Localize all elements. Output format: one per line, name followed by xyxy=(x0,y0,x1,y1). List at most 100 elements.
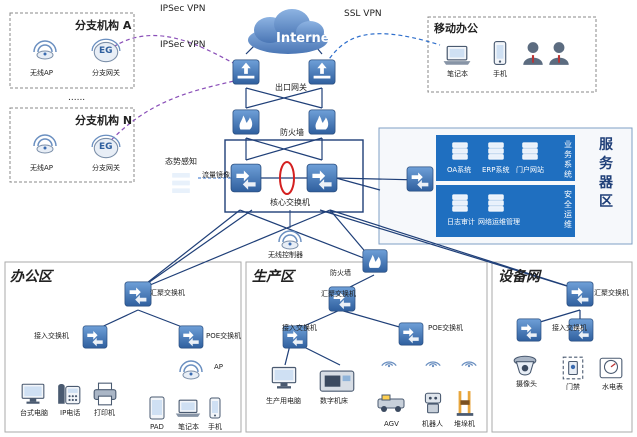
ipsec-vpn-line-n xyxy=(101,77,247,151)
netops-icon xyxy=(488,194,504,212)
ipsec-vpn-line-a xyxy=(101,34,247,71)
production-pc-icon xyxy=(271,366,297,390)
branch-n-ap-icon xyxy=(33,134,57,154)
camera-icon xyxy=(513,355,537,376)
production-firewall-label: 防火墙 xyxy=(330,269,351,277)
branch-n-gw-label: 分支网关 xyxy=(92,164,120,172)
situational-awareness-icon xyxy=(170,171,192,195)
person-2-icon xyxy=(549,42,569,65)
office-access-switch-icon xyxy=(82,325,108,349)
production-access-label: 接入交换机 xyxy=(282,324,317,332)
robot-wifi-icon xyxy=(425,361,441,368)
firewall-2-icon xyxy=(308,109,336,135)
equipment-title: 设备网 xyxy=(498,269,540,285)
equipment-access-switch-icon-1 xyxy=(516,318,542,342)
egress-gateway-2-icon xyxy=(308,59,336,85)
mobile-phone-icon xyxy=(493,40,507,66)
oa-icon xyxy=(452,142,468,160)
wireless-controller-icon xyxy=(278,230,302,250)
mobile-laptop-icon xyxy=(442,45,472,66)
office-zone-box xyxy=(4,261,242,433)
pad-icon xyxy=(149,396,165,420)
branch-n-ap-label: 无线AP xyxy=(30,164,54,172)
ssl-vpn-label: SSL VPN xyxy=(344,9,382,19)
branch-a-ap-icon xyxy=(33,40,57,60)
printer-icon xyxy=(93,382,117,406)
mobile-laptop-label: 笔记本 xyxy=(447,70,468,78)
internet-label: Internet xyxy=(276,31,336,46)
egress-gateway-1-icon xyxy=(232,59,260,85)
branch-a-eg-label: EG xyxy=(99,46,113,56)
robot-label: 机器人 xyxy=(422,420,443,428)
branch-n-box xyxy=(9,107,135,183)
office-poe-switch-icon xyxy=(178,325,204,349)
log-label: 日志审计 xyxy=(447,218,475,226)
production-title: 生产区 xyxy=(252,269,294,285)
mobile-box xyxy=(427,16,597,93)
office-laptop-label: 笔记本 xyxy=(178,423,199,431)
mobile-title: 移动办公 xyxy=(434,22,478,35)
egress-label: 出口网关 xyxy=(275,83,307,92)
firewall-label: 防火墙 xyxy=(280,128,304,137)
mirror-label: 流量镜像 xyxy=(202,171,230,179)
agv-label: AGV xyxy=(384,420,399,428)
meter-icon xyxy=(599,357,623,379)
erp-label: ERP系统 xyxy=(482,166,510,174)
door-label: 门禁 xyxy=(566,383,580,391)
oa-label: OA系统 xyxy=(447,166,472,174)
portal-label: 门户网站 xyxy=(516,166,544,174)
production-poe-label: POE交换机 xyxy=(428,324,464,332)
ipsec-vpn-label-top: IPSec VPN xyxy=(160,4,206,14)
production-agg-label: 汇聚交换机 xyxy=(321,290,356,298)
branch-a-ap-label: 无线AP xyxy=(30,69,54,77)
firewall-1-icon xyxy=(232,109,260,135)
office-phone-label: 手机 xyxy=(208,423,222,431)
wlc-label: 无线控制器 xyxy=(268,251,303,259)
office-agg-label: 汇聚交换机 xyxy=(150,289,185,297)
cnc-label: 数字机床 xyxy=(320,397,348,405)
stacker-wifi-icon xyxy=(461,361,477,368)
core-switch-label: 核心交换机 xyxy=(270,198,310,207)
equipment-access-label: 接入交换机 xyxy=(552,324,587,332)
portal-icon xyxy=(522,142,538,160)
production-poe-switch-icon xyxy=(398,322,424,346)
office-poe-label: POE交换机 xyxy=(206,332,242,340)
core-switch-2-icon xyxy=(306,163,338,193)
agv-icon xyxy=(377,394,405,413)
production-firewall-icon xyxy=(362,249,388,273)
situational-label: 态势感知 xyxy=(165,157,197,166)
core-box xyxy=(224,139,364,213)
branch-n-eg-label: EG xyxy=(99,142,113,152)
ip-phone-icon xyxy=(57,383,81,405)
core-switch-1-icon xyxy=(230,163,262,193)
server-title: 服务器区 xyxy=(599,137,613,210)
branch-a-gw-label: 分支网关 xyxy=(92,69,120,77)
stack-ring xyxy=(279,161,295,195)
production-pc-label: 生产用电脑 xyxy=(266,397,301,405)
robot-icon xyxy=(424,392,442,414)
office-title: 办公区 xyxy=(10,269,52,285)
desktop-icon xyxy=(21,383,45,405)
door-access-icon xyxy=(562,356,584,380)
security-tab xyxy=(563,185,575,237)
agv-wifi-icon xyxy=(381,361,397,368)
branch-a-box xyxy=(9,12,135,89)
printer-label: 打印机 xyxy=(94,409,115,417)
office-laptop-icon xyxy=(175,399,201,418)
business-label: 业务系统 xyxy=(564,140,572,179)
log-audit-icon xyxy=(452,194,468,212)
office-ap-label: AP xyxy=(214,363,224,371)
mobile-phone-label: 手机 xyxy=(493,70,507,78)
erp-icon xyxy=(488,142,504,160)
office-phone-icon xyxy=(209,397,221,419)
ssl-vpn-line xyxy=(321,33,441,71)
equipment-agg-switch-icon xyxy=(566,281,594,307)
business-tab xyxy=(563,135,575,181)
ipsec-vpn-label-mid: IPSec VPN xyxy=(160,40,206,50)
server-zone-switch-icon xyxy=(406,166,434,192)
equipment-zone-box xyxy=(491,261,633,433)
internet-cloud xyxy=(248,9,328,54)
cnc-icon xyxy=(319,370,355,392)
equipment-agg-label: 汇聚交换机 xyxy=(594,289,629,297)
